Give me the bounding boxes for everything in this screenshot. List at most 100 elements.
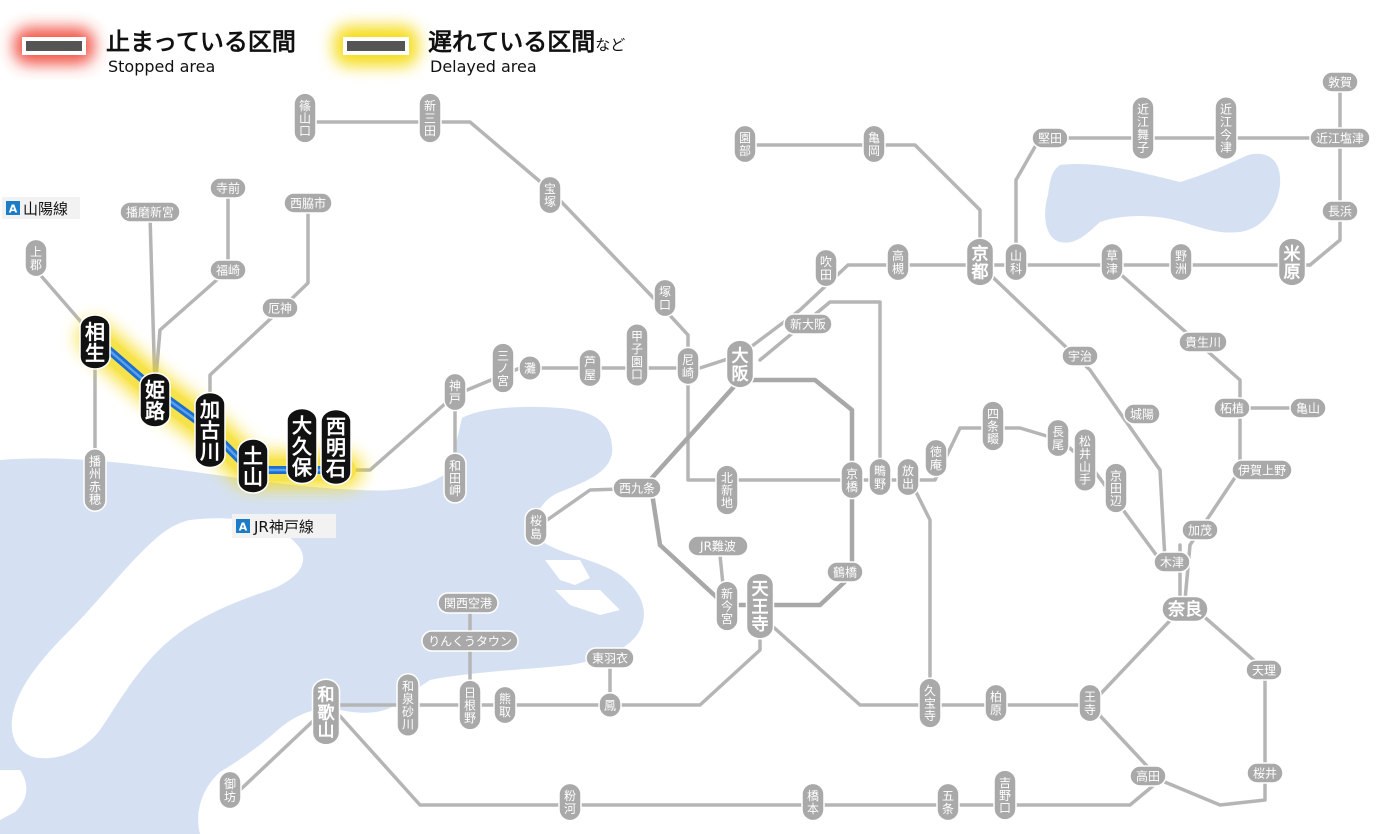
station-takada[interactable]: 高田 — [1129, 765, 1167, 787]
station-amagasaki[interactable]: 尼崎 — [676, 346, 700, 386]
station-nishiwakishi[interactable]: 西脇市 — [283, 192, 333, 214]
station-kumatori[interactable]: 熊取 — [493, 685, 517, 725]
station-izumi-sunagawa[interactable]: 和泉砂川 — [396, 673, 420, 737]
station-nara[interactable]: 奈良 — [1161, 595, 1209, 623]
station-fukusaki[interactable]: 福崎 — [209, 259, 247, 281]
station-name: 宝塚 — [544, 182, 556, 209]
station-konokawa[interactable]: 粉河 — [558, 782, 582, 822]
station-takatsuki[interactable]: 高槻 — [886, 242, 910, 282]
station-tsuge[interactable]: 柘植 — [1213, 397, 1251, 419]
station-matsuiyamate[interactable]: 松井山手 — [1073, 428, 1097, 492]
station-yamashina[interactable]: 山科 — [1004, 242, 1028, 282]
station-tennoji[interactable]: 天王寺 — [745, 572, 775, 640]
station-sannomiya[interactable]: 三ノ宮 — [491, 342, 515, 394]
station-shin-osaka[interactable]: 新大阪 — [783, 313, 833, 335]
station-hashimoto[interactable]: 橋本 — [801, 782, 825, 822]
station-oji[interactable]: 王寺 — [1078, 683, 1102, 723]
station-marker — [745, 572, 775, 640]
station-nagao[interactable]: 長尾 — [1046, 418, 1070, 458]
station-takarazuka[interactable]: 宝塚 — [538, 175, 562, 215]
station-otori[interactable]: 鳳 — [598, 691, 622, 719]
station-kusatsu[interactable]: 草津 — [1100, 242, 1124, 282]
station-joyo[interactable]: 城陽 — [1123, 403, 1161, 425]
station-nagahama[interactable]: 長浜 — [1321, 200, 1359, 222]
station-tokuan[interactable]: 徳庵 — [924, 438, 948, 478]
station-marker — [1321, 71, 1359, 93]
station-ashiya[interactable]: 芦屋 — [578, 348, 602, 388]
station-gobo[interactable]: 御坊 — [218, 770, 242, 810]
station-kyotanabe[interactable]: 京田辺 — [1104, 462, 1128, 514]
station-tsuchiyama[interactable]: 土山 — [237, 438, 269, 494]
station-kizu[interactable]: 木津 — [1153, 551, 1191, 573]
station-tsuruhashi[interactable]: 鶴橋 — [826, 561, 864, 583]
station-shigino[interactable]: 鴫野 — [868, 457, 892, 497]
station-hanaten[interactable]: 放出 — [896, 457, 920, 497]
station-name: 熊取 — [499, 691, 511, 719]
station-name: 長尾 — [1052, 425, 1064, 452]
station-suita[interactable]: 吹田 — [814, 248, 838, 288]
station-marker — [1309, 127, 1371, 149]
station-harima-shingu[interactable]: 播磨新宮 — [119, 201, 181, 223]
station-name: 西明石 — [325, 415, 346, 481]
station-omi-imazu[interactable]: 近江今津 — [1214, 96, 1238, 160]
station-name: 天王寺 — [752, 580, 770, 636]
station-marker — [119, 201, 181, 223]
station-tsuruga[interactable]: 敦賀 — [1321, 71, 1359, 93]
station-teramae[interactable]: 寺前 — [209, 177, 247, 199]
station-kobe[interactable]: 神戸 — [443, 372, 467, 412]
station-higashi-hagoromo[interactable]: 東羽衣 — [585, 647, 635, 669]
station-uji[interactable]: 宇治 — [1061, 345, 1099, 367]
station-himeji[interactable]: 姫路 — [139, 372, 171, 428]
station-yasu[interactable]: 野洲 — [1169, 242, 1193, 282]
station-nishiakashi[interactable]: 西明石 — [320, 408, 352, 486]
station-nishikujo[interactable]: 西九条 — [612, 477, 662, 499]
station-kamigori[interactable]: 上郡 — [24, 238, 48, 278]
station-kansai-airport[interactable]: 関西空港 — [437, 592, 499, 614]
station-name: 御坊 — [224, 776, 236, 804]
station-wadamisaki[interactable]: 和田岬 — [443, 452, 467, 504]
station-kitashinchi[interactable]: 北新地 — [715, 464, 739, 516]
station-name: 米原 — [1284, 243, 1302, 282]
station-name: 相生 — [85, 320, 105, 365]
station-osaka[interactable]: 大阪 — [725, 339, 755, 389]
station-kyuhoji[interactable]: 久宝寺 — [918, 677, 942, 729]
station-kamo[interactable]: 加茂 — [1181, 519, 1219, 541]
station-kashiwara[interactable]: 柏原 — [984, 683, 1008, 723]
station-tenri[interactable]: 天理 — [1245, 659, 1283, 681]
station-maibara[interactable]: 米原 — [1277, 237, 1307, 287]
station-name: 京田辺 — [1110, 469, 1122, 508]
station-gojo[interactable]: 五条 — [936, 782, 960, 822]
station-tsukaguchi[interactable]: 塚口 — [653, 278, 677, 318]
station-marker — [924, 438, 948, 478]
station-shin-imamiya[interactable]: 新今宮 — [715, 580, 739, 632]
station-kakogawa[interactable]: 加古川 — [194, 391, 226, 469]
station-okubo[interactable]: 大久保 — [286, 407, 318, 485]
station-kameyama[interactable]: 亀山 — [1289, 397, 1327, 419]
station-aioi[interactable]: 相生 — [79, 314, 111, 370]
station-rinku-town[interactable]: りんくうタウン — [421, 630, 519, 652]
station-omi-maiko[interactable]: 近江舞子 — [1131, 96, 1155, 160]
station-yoshinoguchi[interactable]: 吉野口 — [993, 769, 1017, 821]
station-koshienguchi[interactable]: 甲子園口 — [625, 323, 649, 387]
station-kyobashi[interactable]: 京橋 — [840, 460, 864, 500]
station-sakurajima[interactable]: 桜島 — [524, 507, 548, 547]
station-yashiro[interactable]: 厄神 — [261, 297, 299, 319]
station-hineno[interactable]: 日根野 — [458, 679, 482, 731]
station-jr-namba[interactable]: JR難波 — [687, 535, 749, 557]
station-sakurai[interactable]: 桜井 — [1246, 762, 1284, 784]
station-nada[interactable]: 灘 — [518, 354, 542, 382]
station-shijonawate[interactable]: 四条畷 — [981, 400, 1005, 452]
station-iga-ueno[interactable]: 伊賀上野 — [1231, 459, 1293, 481]
station-kyoto[interactable]: 京都 — [965, 237, 995, 287]
station-name: 四条畷 — [987, 407, 999, 446]
station-banshu-ako[interactable]: 播州赤穂 — [83, 448, 107, 512]
station-shinsanda[interactable]: 新三田 — [418, 92, 442, 144]
station-kibukawa[interactable]: 貴生川 — [1178, 331, 1228, 353]
station-sasayamaguchi[interactable]: 篠山口 — [293, 92, 317, 144]
station-katata[interactable]: 堅田 — [1031, 127, 1069, 149]
station-kameoka[interactable]: 亀岡 — [862, 124, 886, 164]
station-omi-shiotsu[interactable]: 近江塩津 — [1309, 127, 1371, 149]
station-sonobe[interactable]: 園部 — [733, 124, 757, 164]
station-wakayama[interactable]: 和歌山 — [311, 678, 341, 746]
sanyo-badge-label: 山陽線 — [23, 200, 68, 218]
